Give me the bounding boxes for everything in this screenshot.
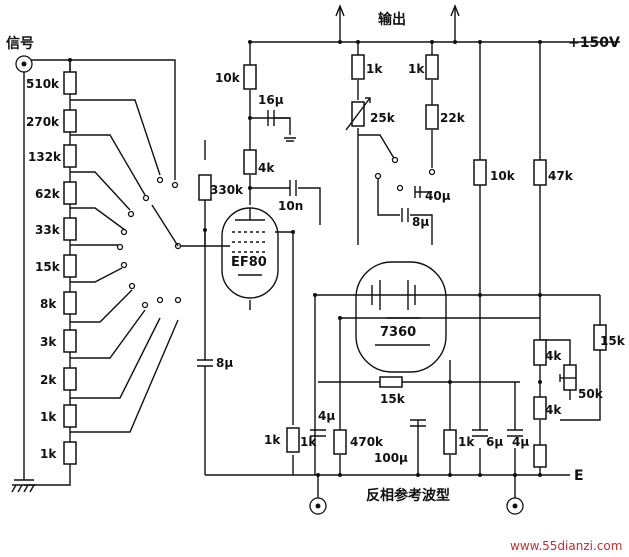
bias-network-labels: 10k 47k 15k 4μ 470k 100μ 1k 6μ 4μ 4k 4k … [300,169,626,465]
attenuator-label-62k: 62k [35,187,61,201]
label-r-330k: 330k [210,183,244,197]
attenuator-label-2k: 2k [40,373,57,387]
attenuator-label-1k-b: 1k [40,447,57,461]
ground-e-label: E [574,468,584,484]
label-r-470k: 470k [350,435,384,449]
attenuator-labels: 510k 270k 132k 62k 33k 15k 8k 3k 2k 1k 1… [26,77,62,461]
label-c-100u: 100μ [374,451,408,465]
junction-dots [68,40,542,477]
attenuator-label-33k: 33k [35,223,61,237]
twin-triode-tube: 7360 [355,261,447,373]
label-r-1k-out-right: 1k [408,62,425,76]
reference-waveform-label: 反相参考波型 [366,487,450,504]
attenuator-label-1k-a: 1k [40,410,57,424]
label-vr-50k: 50k [578,387,604,401]
reference-output-jacks [309,497,524,515]
attenuator-label-15k: 15k [35,260,61,274]
label-r-10k-right: 10k [490,169,516,183]
label-r-4k-a: 4k [545,349,562,363]
output-stage-components [335,4,460,222]
label-r-47k: 47k [548,169,574,183]
wiring [14,8,620,500]
pentode-stage-labels: 10k 16μ 4k 330k 10n 8μ 1k [210,71,303,447]
label-r-1k-left: 1k [264,433,281,447]
pentode-tube-label: EF80 [231,255,267,270]
signal-label: 信号 [6,35,34,52]
supply-label: +150V [568,35,620,51]
attenuator-resistors [63,71,77,465]
label-c-4u-a: 4μ [318,409,335,423]
label-c-16u: 16μ [258,93,284,107]
label-r-4k: 4k [258,161,275,175]
label-c-8u-mid: 8μ [412,215,429,229]
output-label: 输出 [378,11,406,28]
label-c-6u: 6μ [486,435,503,449]
watermark-text: www.55dianzi.com [510,539,622,553]
label-r-15k-right: 15k [600,334,626,348]
twin-triode-tube-label: 7360 [380,325,416,340]
label-r-10k-top: 10k [215,71,241,85]
label-c-10n: 10n [278,199,303,213]
attenuator-label-8k: 8k [40,297,57,311]
attenuator-label-510k: 510k [26,77,60,91]
label-r-15k-mid: 15k [380,392,406,406]
signal-input-jack [15,55,33,73]
label-r-4k-b: 4k [545,403,562,417]
range-selector-switch [116,176,182,309]
label-c-8u-left: 8μ [216,356,233,370]
label-r-1k-b: 1k [458,435,475,449]
attenuator-label-3k: 3k [40,335,57,349]
label-r-1k-cathode: 1k [300,435,317,449]
label-c-40u: 40μ [425,189,451,203]
label-vr-25k: 25k [370,111,396,125]
pentode-stage-components [197,64,300,453]
label-r-22k: 22k [440,111,466,125]
attenuator-label-270k: 270k [26,115,60,129]
ground-symbol-left [11,484,36,493]
label-c-4u-b: 4μ [512,435,529,449]
output-stage-labels: 1k 1k 25k 22k 40μ 8μ [366,62,466,229]
pentode-tube: EF80 [221,207,279,299]
bias-network-components [310,159,607,468]
label-r-1k-out-left: 1k [366,62,383,76]
attenuator-label-132k: 132k [28,150,62,164]
